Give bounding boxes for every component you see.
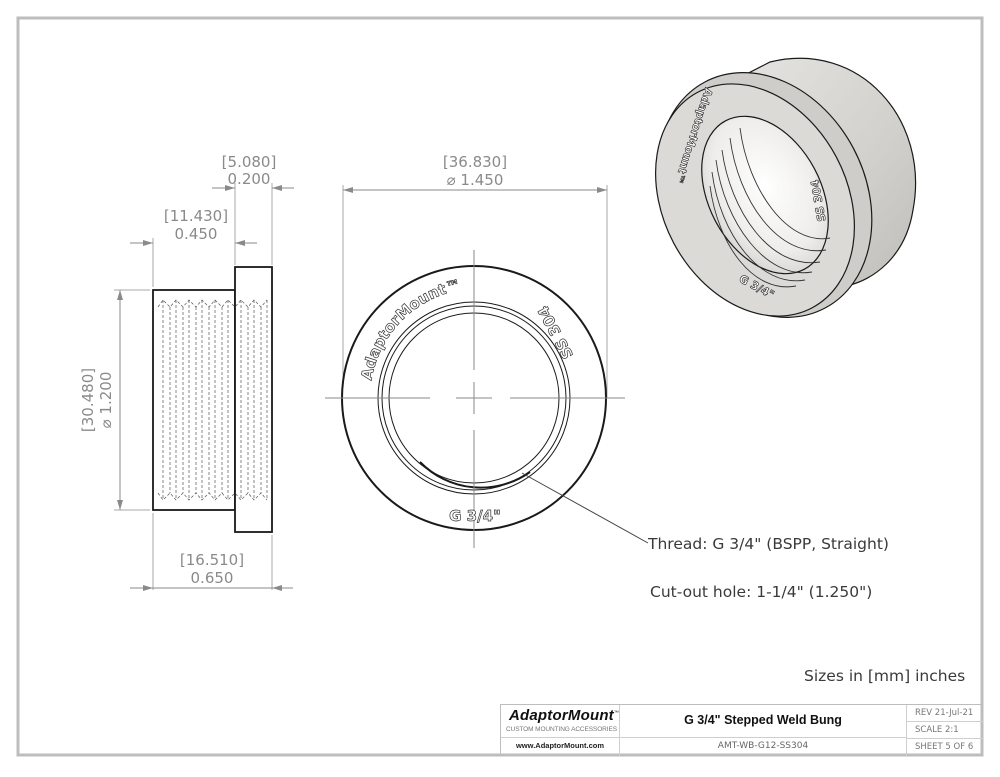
thread-hidden-lines (157, 299, 268, 501)
sheet-frame (16, 16, 984, 757)
title-block-logo: AdaptorMount™ CUSTOM MOUNTING ACCESSORIE… (501, 705, 620, 738)
side-view: [5.080] 0.200 [11.430] 0.450 [30.480] ⌀ … (79, 153, 294, 591)
brand-logo: AdaptorMount™ (509, 707, 620, 724)
website-link[interactable]: www.AdaptorMount.com (501, 738, 620, 756)
brand-tagline: CUSTOM MOUNTING ACCESSORIES (506, 726, 617, 733)
dim-thread-diameter-in: ⌀ 1.200 (97, 372, 115, 429)
dim-flange-thickness-mm: [5.080] (222, 153, 277, 171)
isometric-view: AdaptorMount™ SS 304 G 3/4" (655, 57, 917, 318)
center-lines (325, 250, 625, 548)
drawing-title: G 3/4" Stepped Weld Bung (620, 705, 907, 738)
iso-thread-lines (709, 127, 831, 288)
part-number: AMT-WB-G12-SS304 (620, 738, 907, 756)
thread-leader-line (521, 472, 649, 544)
dim-flange-thickness-in: 0.200 (228, 170, 271, 188)
revision: REV 21-Jul-21 (907, 705, 983, 722)
dim-overall-length-in: 0.650 (191, 569, 234, 587)
front-view: [36.830] ⌀ 1.450 AdaptorMount™ SS 304 G … (325, 153, 649, 548)
dim-body-length-mm: [11.430] (164, 207, 228, 225)
dim-thread-diameter-mm: [30.480] (79, 368, 97, 432)
note-thread: Thread: G 3/4" (BSPP, Straight) (647, 535, 889, 553)
sheet-number: SHEET 5 OF 6 (915, 742, 974, 752)
dim-body-length-in: 0.450 (175, 225, 218, 243)
engraving-thread: G 3/4" (449, 507, 501, 525)
dim-flange-diameter-in: ⌀ 1.450 (447, 171, 504, 189)
title-block: AdaptorMount™ CUSTOM MOUNTING ACCESSORIE… (500, 704, 983, 756)
note-cutout: Cut-out hole: 1-1/4" (1.250") (650, 583, 872, 601)
dim-overall-length-mm: [16.510] (180, 551, 244, 569)
units-note: Sizes in [mm] inches (804, 667, 966, 685)
dim-flange-diameter-mm: [36.830] (443, 153, 507, 171)
scale: SCALE 2:1 (907, 722, 983, 739)
